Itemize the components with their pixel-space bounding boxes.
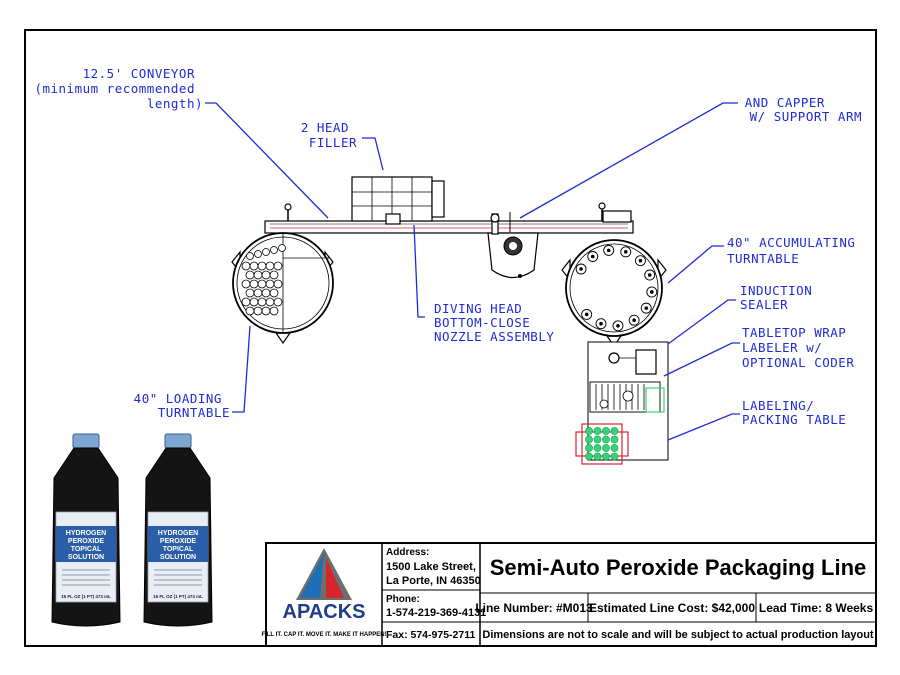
address-label: Address: xyxy=(386,547,429,558)
accumulating-turntable-callout: 40" ACCUMULATING TURNTABLE xyxy=(727,235,863,266)
bottle-label-line: PEROXIDE xyxy=(68,538,105,545)
bottle-label-line: TOPICAL xyxy=(71,546,102,553)
address-line2: La Porte, IN 46350 xyxy=(386,575,481,587)
accumulating-turntable xyxy=(561,239,667,348)
bottle-label-line: SOLUTION xyxy=(160,554,196,561)
title-block: APACKS FILL IT. CAP IT. MOVE IT. MAKE IT… xyxy=(261,542,877,647)
address-line1: 1500 Lake Street, xyxy=(386,561,476,573)
diving-head-callout: DIVING HEAD BOTTOM-CLOSE NOZZLE ASSEMBLY xyxy=(434,301,554,344)
bottle-label-line: HYDROGEN xyxy=(158,530,198,537)
loading-turntable-callout: 40" LOADING TURNTABLE xyxy=(134,391,230,420)
capper xyxy=(487,212,539,279)
loading-turntable xyxy=(231,232,334,345)
drawing-title: Semi-Auto Peroxide Packaging Line xyxy=(490,555,867,580)
induction-sealer-callout: INDUCTION SEALER xyxy=(740,283,820,312)
bottle-volume: 16 FL OZ (1 PT) 473 mL xyxy=(61,594,111,599)
phone-label: Phone: xyxy=(386,594,420,605)
bottle-label-line: HYDROGEN xyxy=(66,530,106,537)
filler-callout: 2 HEAD FILLER xyxy=(301,120,357,150)
apacks-logo: APACKS FILL IT. CAP IT. MOVE IT. MAKE IT… xyxy=(261,548,387,638)
packing-table xyxy=(575,341,669,465)
logo-tagline: FILL IT. CAP IT. MOVE IT. MAKE IT HAPPEN… xyxy=(261,632,386,638)
line-number: Line Number: #M013 xyxy=(475,601,593,615)
labeler-callout: TABLETOP WRAP LABELER w/ OPTIONAL CODER xyxy=(742,325,854,370)
packing-table-callout: LABELING/ PACKING TABLE xyxy=(742,398,846,427)
estimated-cost: Estimated Line Cost: $42,000 xyxy=(589,601,755,615)
bottle-label-line: TOPICAL xyxy=(163,546,194,553)
capper-callout: AND CAPPER W/ SUPPORT ARM xyxy=(745,95,862,124)
leader-lines xyxy=(205,102,740,441)
conveyor-callout: 12.5' CONVEYOR (minimum recommended leng… xyxy=(34,66,203,111)
two-head-filler xyxy=(351,176,445,225)
fax-number: Fax: 574-975-2711 xyxy=(386,629,475,641)
bottle-label-line: SOLUTION xyxy=(68,554,104,561)
phone-number: 1-574-219-369-4131 xyxy=(386,607,486,619)
bottle-volume: 16 FL OZ (1 PT) 473 mL xyxy=(153,594,203,599)
conveyor xyxy=(264,202,634,234)
bottle-label-line: PEROXIDE xyxy=(160,538,197,545)
lead-time: Lead Time: 8 Weeks xyxy=(759,601,874,615)
logo-wordmark: APACKS xyxy=(283,601,366,623)
disclaimer: Dimensions are not to scale and will be … xyxy=(482,629,874,641)
